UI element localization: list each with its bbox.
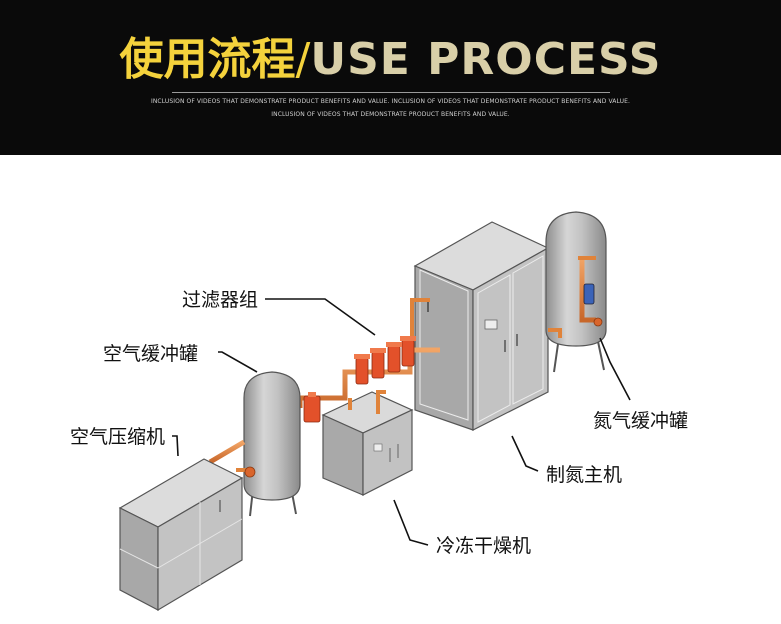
air-compressor	[118, 458, 244, 612]
air-buffer-tank	[208, 371, 301, 517]
title-underline	[172, 92, 610, 93]
callout-lines	[172, 298, 631, 546]
nitrogen-buffer-tank	[545, 211, 607, 373]
refrigerated-dryer	[321, 391, 414, 496]
title-chinese: 使用流程	[119, 34, 296, 85]
page-title: 使用流程/USE PROCESS	[0, 30, 781, 90]
label-filter-group: 过滤器组	[182, 289, 258, 311]
label-nitrogen-buffer-tank: 氮气缓冲罐	[593, 410, 688, 432]
title-english: USE PROCESS	[310, 34, 662, 85]
label-nitrogen-generator: 制氮主机	[546, 464, 622, 486]
subtitle-line-2: INCLUSION OF VIDEOS THAT DEMONSTRATE PRO…	[271, 111, 510, 118]
header-banner: 使用流程/USE PROCESS INCLUSION OF VIDEOS THA…	[0, 0, 781, 155]
subtitle-line-1: INCLUSION OF VIDEOS THAT DEMONSTRATE PRO…	[150, 98, 631, 105]
label-air-compressor: 空气压缩机	[70, 426, 165, 448]
title-separator: /	[295, 34, 311, 85]
label-air-buffer-tank: 空气缓冲罐	[103, 343, 198, 365]
nitrogen-generator	[413, 221, 550, 431]
label-refrigerated-dryer: 冷冻干燥机	[436, 535, 531, 557]
